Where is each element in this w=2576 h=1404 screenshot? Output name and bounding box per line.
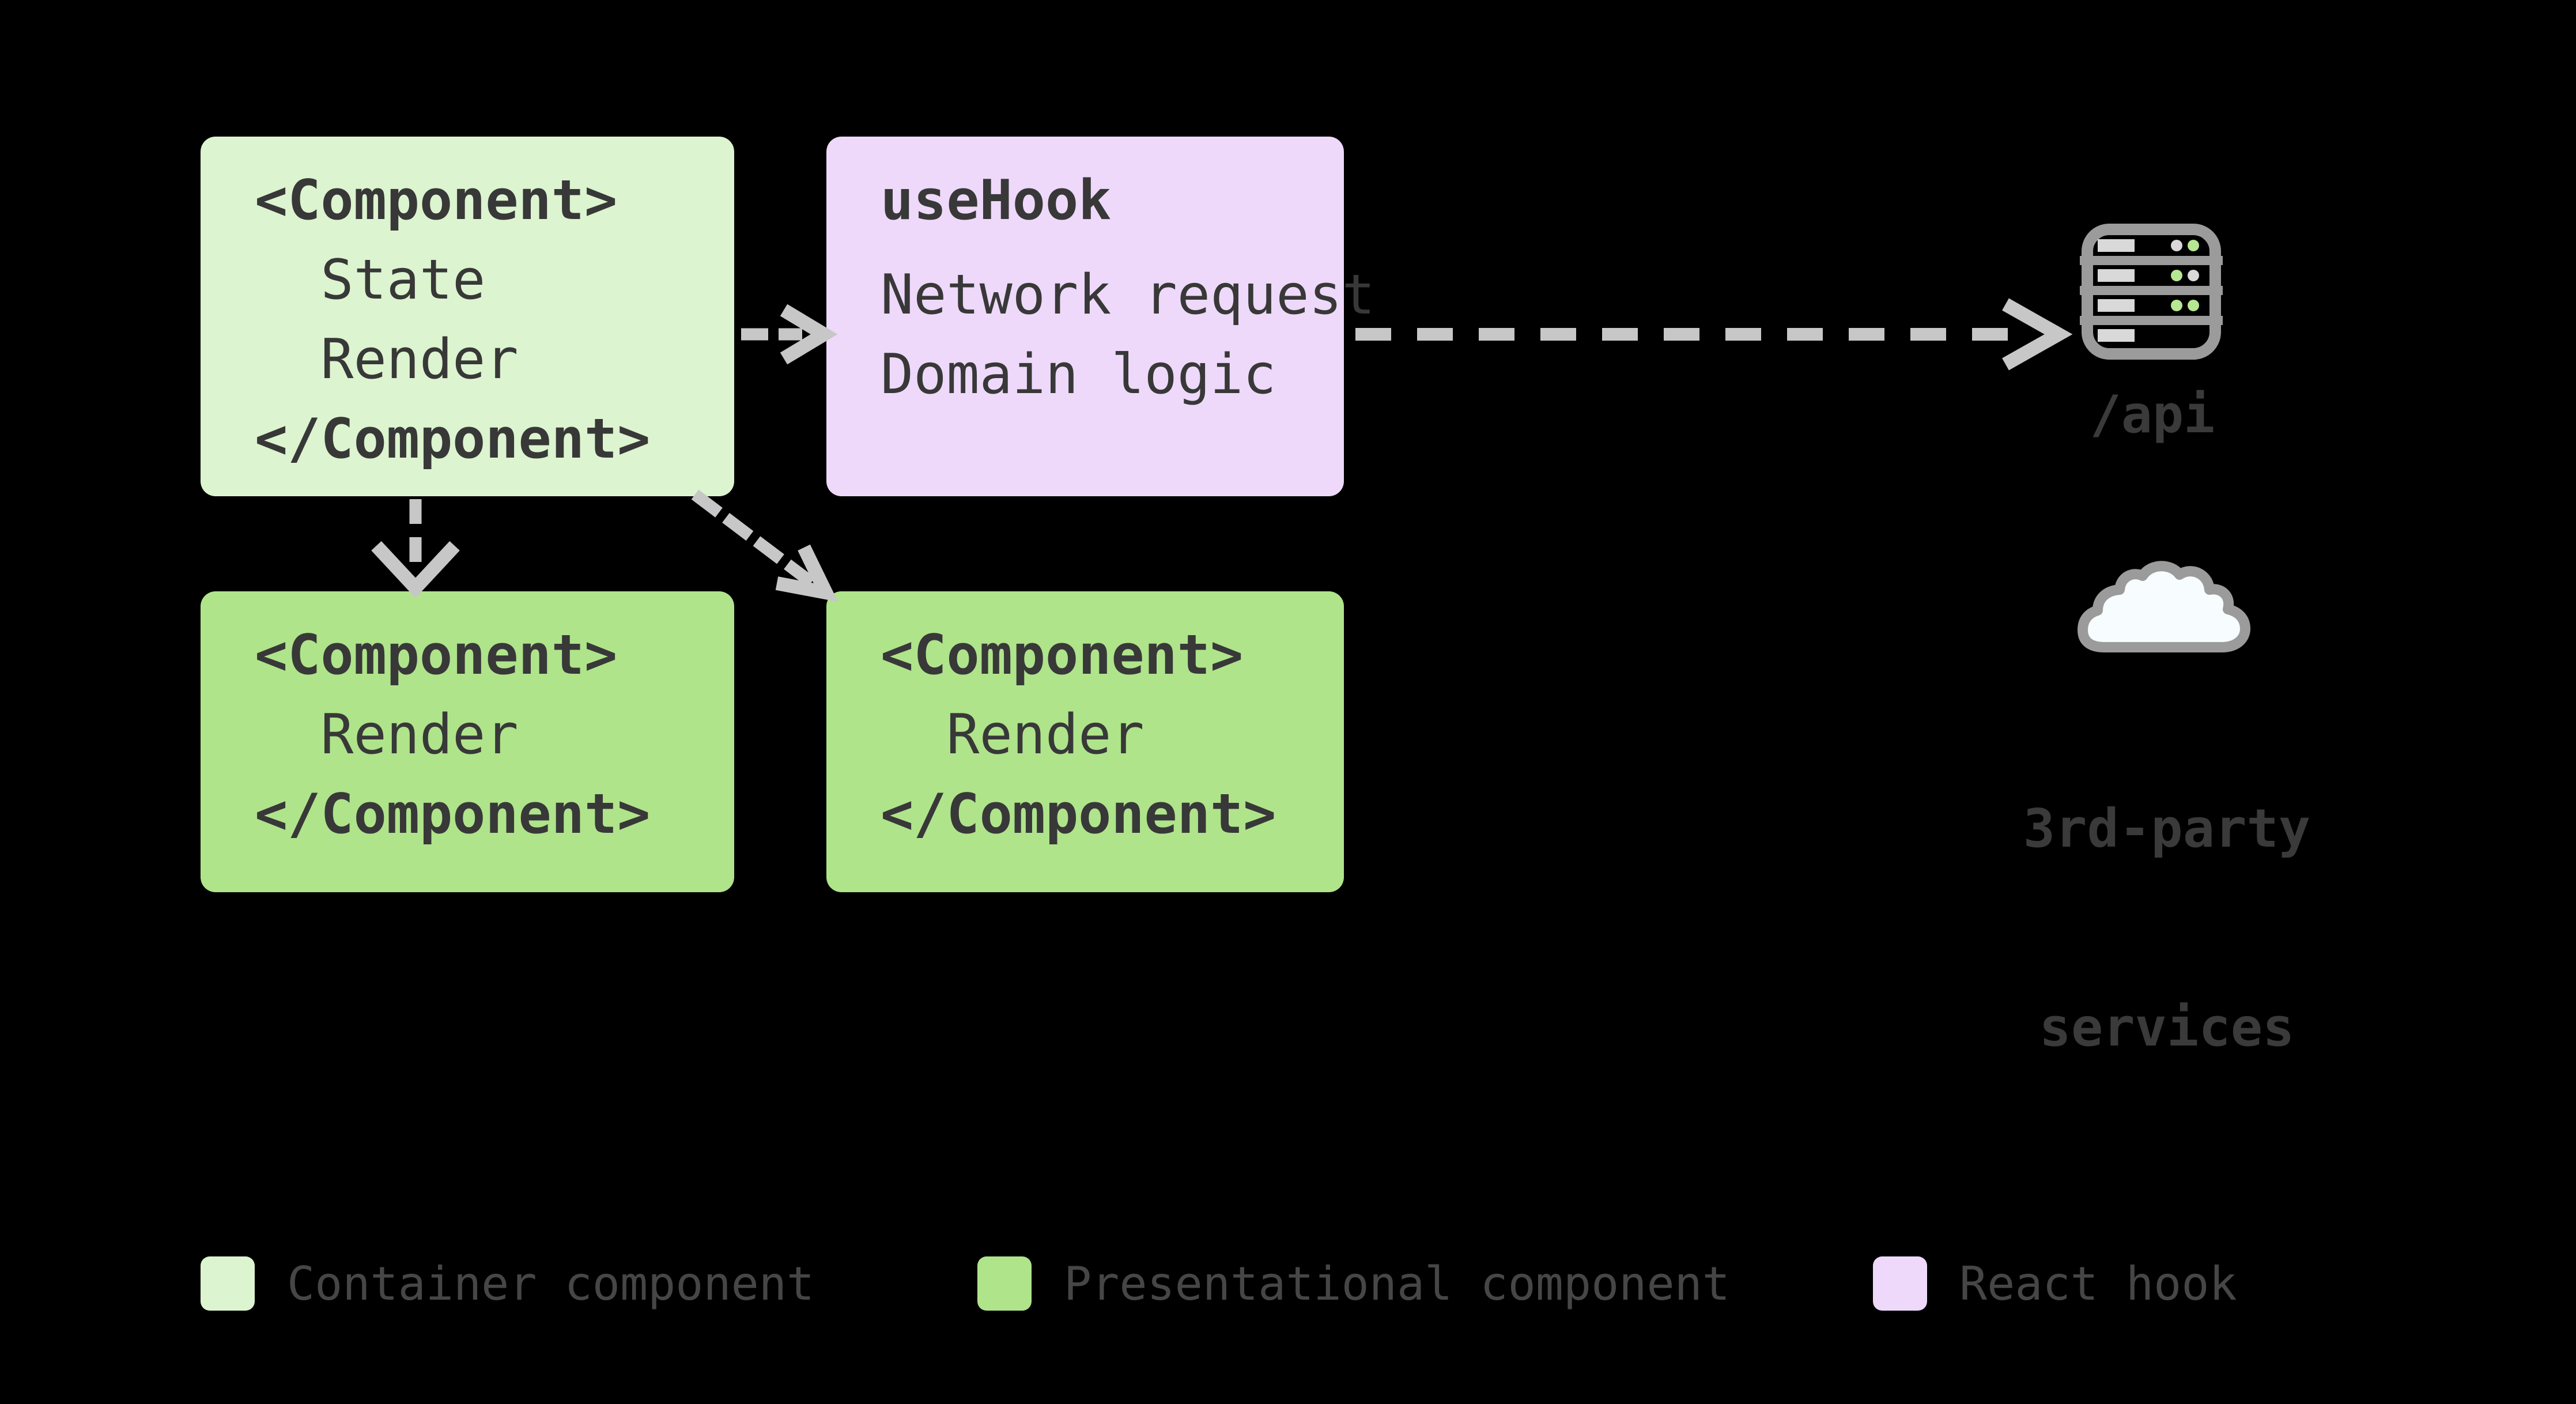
legend-swatch-presentational-component <box>977 1256 1032 1311</box>
third-party-line1: 3rd-party <box>2023 798 2311 859</box>
led-green <box>2171 270 2182 281</box>
legend-item-container-component: Container component <box>201 1256 814 1311</box>
legend-swatch-container-component <box>201 1256 255 1311</box>
api-label: /api <box>2090 384 2215 445</box>
container-close-tag: </Component> <box>255 407 651 471</box>
third-party-line2: services <box>2039 997 2295 1058</box>
led-gray <box>2171 240 2182 251</box>
use-hook-box: useHook Network request Domain logic <box>826 137 1375 496</box>
legend-item-react-hook: React hook <box>1873 1256 2237 1311</box>
arrow-container-to-hook <box>741 304 838 365</box>
legend-label-presentational-component: Presentational component <box>1064 1256 1730 1311</box>
container-open-tag: <Component> <box>255 169 618 232</box>
container-component-box: <Component> State Render </Component> <box>201 137 734 496</box>
led-gray <box>2188 270 2199 281</box>
led-green <box>2188 300 2199 311</box>
third-party-services-label: 3rd-party services <box>2023 663 2311 1127</box>
presentational-right-open-tag: <Component> <box>881 624 1244 687</box>
legend-label-react-hook: React hook <box>1959 1256 2237 1311</box>
legend-label-container-component: Container component <box>287 1256 815 1311</box>
legend-item-presentational-component: Presentational component <box>977 1256 1730 1311</box>
presentational-component-box-right: <Component> Render </Component> <box>826 591 1344 892</box>
presentational-right-close-tag: </Component> <box>881 783 1276 846</box>
server-icon <box>2080 224 2223 360</box>
arrow-container-to-presentational-left <box>371 499 460 598</box>
container-state-line: State <box>255 248 486 312</box>
container-render-line: Render <box>255 328 519 391</box>
presentational-right-render-line: Render <box>881 703 1145 767</box>
arrow-hook-to-api <box>1355 298 2073 371</box>
hook-domain-logic-line: Domain logic <box>881 343 1276 406</box>
hook-title: useHook <box>881 169 1112 232</box>
led-green <box>2188 240 2199 251</box>
presentational-left-close-tag: </Component> <box>255 783 651 846</box>
led-green <box>2171 300 2182 311</box>
arrow-container-to-presentational-right <box>691 489 838 602</box>
legend-swatch-react-hook <box>1873 1256 1927 1311</box>
presentational-component-box-left: <Component> Render </Component> <box>201 591 734 892</box>
cloud-icon <box>2078 561 2250 652</box>
presentational-left-render-line: Render <box>255 703 519 767</box>
presentational-left-open-tag: <Component> <box>255 624 618 687</box>
